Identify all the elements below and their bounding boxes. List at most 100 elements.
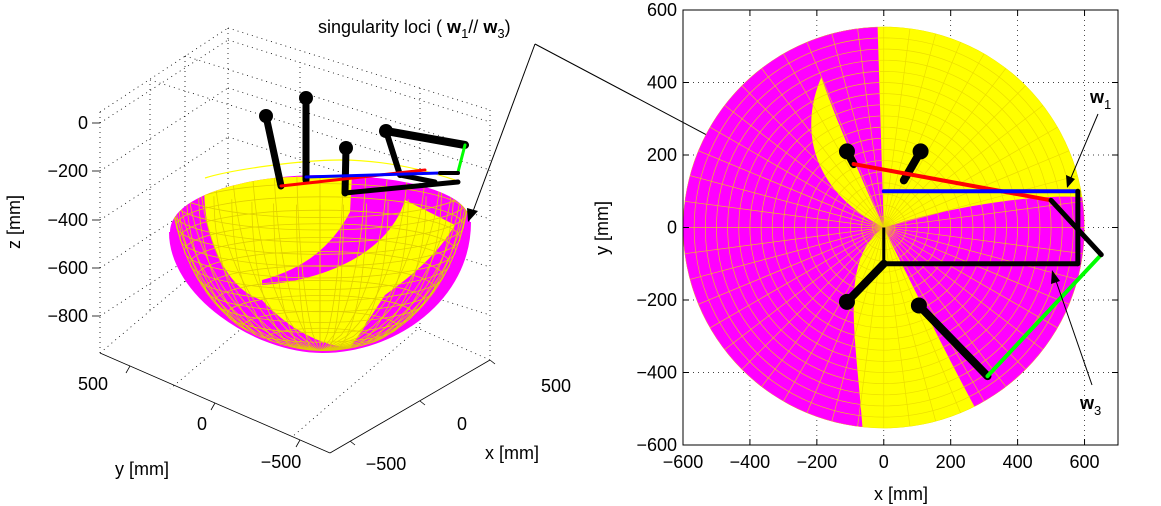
right-axes-frame: [682, 9, 1119, 446]
arm-joint: [910, 297, 927, 314]
z-tick-label: −600: [47, 258, 88, 278]
arm-joint: [912, 143, 929, 160]
mesh-spoke: [806, 227, 885, 414]
annotation-w1: w: [446, 17, 462, 37]
arm-link-5: [383, 128, 403, 178]
bowl-mesh-meridian: [319, 188, 455, 352]
mesh-spoke: [724, 227, 884, 350]
annotation-w3-sub: 3: [497, 26, 504, 41]
y-tick-label: 0: [197, 414, 207, 434]
mesh-spoke: [761, 227, 885, 387]
left-3d-chart: 0 −200 −400 −600 −800 500 0 −500 −500 0 …: [4, 27, 571, 479]
bowl-surface: [169, 159, 471, 354]
mesh-spoke: [783, 227, 885, 402]
annotation-suffix: ): [505, 17, 511, 37]
mesh-spoke: [883, 105, 1044, 228]
arm-joint-4: [379, 124, 393, 138]
bowl-mesh-meridian: [319, 199, 409, 352]
x-tick-label: 0: [879, 452, 889, 472]
x-axis-label: x [mm]: [485, 443, 539, 463]
mesh-spoke: [761, 68, 885, 228]
right-x-axis-label: x [mm]: [874, 484, 928, 504]
bowl-mesh-meridian: [319, 184, 464, 352]
bowl-mesh-meridian: [319, 201, 389, 352]
mesh-spoke: [831, 227, 885, 422]
arm-joint-1: [259, 109, 273, 123]
x-tick-label: 200: [936, 452, 966, 472]
left-robot-links: [259, 91, 469, 197]
bowl-mesh-meridian: [213, 196, 321, 352]
mesh-spoke: [857, 227, 885, 427]
mesh-spoke: [883, 175, 1078, 228]
x-tick-label: −400: [730, 452, 771, 472]
bowl-mesh-meridian: [319, 196, 427, 352]
mesh-lines: [683, 26, 1085, 429]
arm-link-1: [262, 112, 285, 190]
z-tick-label: −800: [47, 306, 88, 326]
left-tick-labels: 0 −200 −400 −600 −800 500 0 −500 −500 0 …: [4, 113, 571, 479]
link-red: [851, 162, 1054, 203]
bowl-mesh-meridian: [251, 201, 321, 352]
mesh-spoke: [883, 227, 911, 427]
x-tick-label: 600: [1070, 452, 1100, 472]
x-tick-label: −600: [663, 452, 704, 472]
arm-joint-3: [339, 141, 353, 155]
arm-joint-2: [299, 91, 313, 105]
mesh-spoke: [684, 227, 884, 255]
mesh-spoke: [883, 227, 1044, 350]
arm-link: [914, 301, 992, 381]
x-tick-label: −200: [797, 452, 838, 472]
w3-label: w3: [1079, 393, 1101, 418]
annotation-text: singularity loci ( w1// w3): [318, 17, 511, 41]
y-tick-label: 0: [667, 218, 677, 238]
mesh-spoke: [883, 227, 1026, 370]
w3-label-sub: 3: [1094, 403, 1101, 418]
w1-label-main: w: [1089, 87, 1105, 107]
bowl-mesh-meridian: [185, 188, 321, 352]
mesh-spoke: [783, 53, 885, 228]
mesh-spoke: [883, 41, 961, 228]
bowl-mesh-meridian: [273, 203, 321, 352]
y-tick-label: 600: [647, 0, 677, 20]
mesh-spoke: [806, 41, 885, 228]
mesh-spoke: [689, 175, 884, 228]
blue-link: [304, 171, 442, 179]
mesh-spoke: [857, 28, 885, 228]
mesh-spoke: [883, 200, 1083, 228]
link-green: [985, 252, 1104, 379]
y-tick-label: −200: [636, 290, 677, 310]
annotation-pointer-right: [534, 43, 721, 143]
mesh-spoke: [883, 126, 1058, 228]
mesh-spoke: [724, 105, 884, 228]
mesh-spoke: [741, 85, 885, 228]
mesh-spoke: [883, 227, 985, 402]
mesh-spoke: [883, 53, 985, 228]
x-tick-label: 500: [541, 376, 571, 396]
platform-bar: [342, 179, 461, 196]
x-tick-label: 0: [457, 414, 467, 434]
z-tick-label: 0: [78, 113, 88, 133]
arm-link: [842, 259, 888, 306]
green-link: [456, 143, 467, 174]
mesh-spoke: [883, 227, 1058, 329]
bowl-mesh-meridian: [319, 204, 344, 352]
annotation-w3: w: [482, 17, 498, 37]
arm-joint: [838, 293, 855, 310]
x-tick-label: 400: [1003, 452, 1033, 472]
mesh-spoke: [883, 227, 1083, 255]
mesh-spoke: [883, 68, 1007, 228]
mesh-spoke: [698, 227, 884, 305]
y-axis-label: y [mm]: [115, 459, 169, 479]
mesh-spoke: [883, 33, 937, 228]
mesh-spoke: [684, 200, 884, 228]
right-annotations: w1 w3: [1051, 87, 1111, 418]
mesh-spoke: [883, 227, 961, 414]
bowl-mesh-meridian: [319, 203, 367, 352]
w1-label-sub: 1: [1104, 97, 1111, 112]
mesh-spoke: [883, 85, 1026, 228]
mesh-spoke: [883, 227, 937, 422]
mesh-spoke: [689, 227, 884, 280]
x-tick-label: −500: [366, 454, 407, 474]
